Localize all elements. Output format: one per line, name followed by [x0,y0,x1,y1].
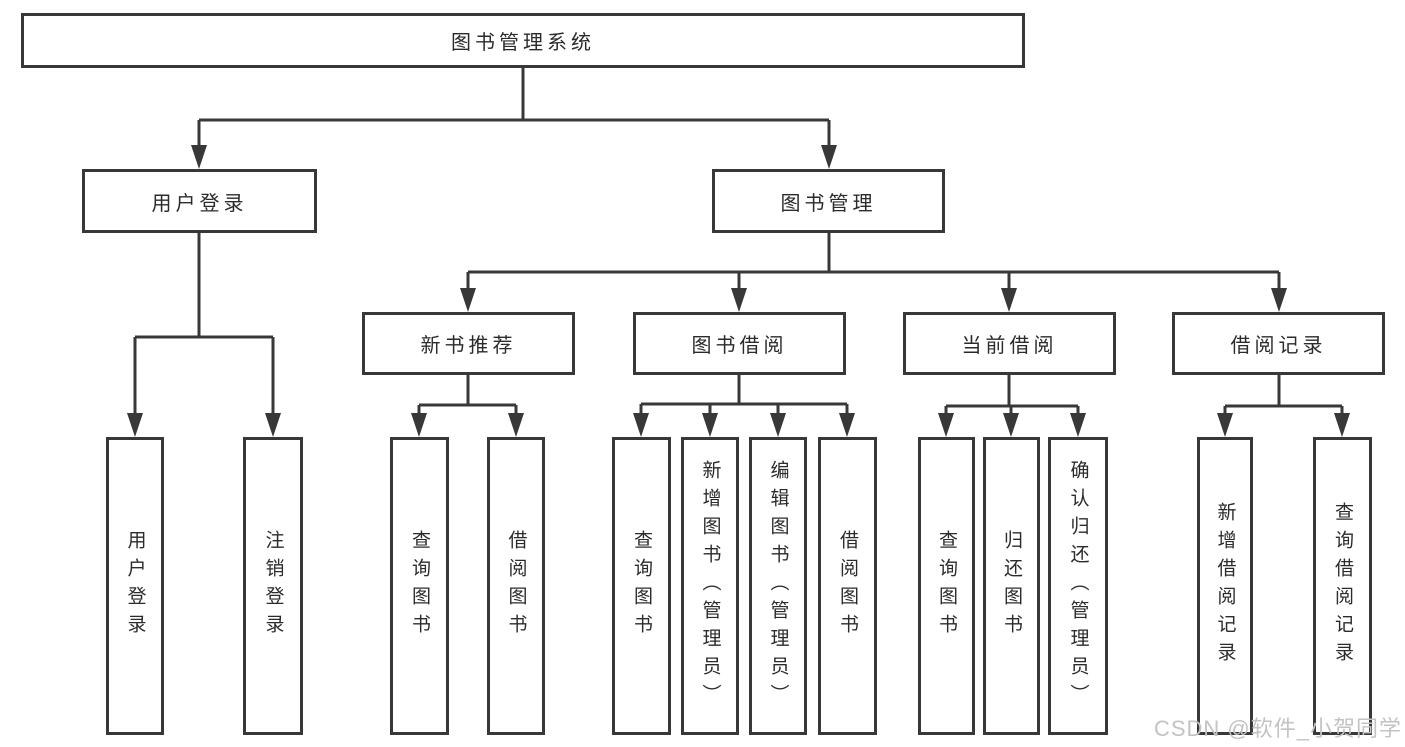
leaf-borrow-edit-book: 编辑图书（管理员） [749,437,807,735]
node-user-login: 用户登录 [82,169,317,233]
node-borrow-records: 借阅记录 [1172,312,1385,375]
node-current-borrow-label: 当前借阅 [961,335,1058,357]
leaf-current-return-book: 归还图书 [983,437,1040,735]
connector-new-book-recommend [417,375,518,414]
leaf-rec-query-book-label: 查询图书 [409,530,430,642]
node-new-book-recommend-label: 新书推荐 [420,335,517,357]
node-user-login-label: 用户登录 [151,192,248,215]
arrowheads [127,145,1350,437]
leaf-rec-borrow-book-label: 借阅图书 [505,530,527,642]
leaf-borrow-query-book-label: 查询图书 [631,530,652,642]
node-root: 图书管理系统 [21,13,1025,68]
leaf-records-add-record: 新增借阅记录 [1197,437,1253,735]
node-borrow-records-label: 借阅记录 [1230,335,1327,357]
connector-user-login [133,233,275,414]
leaf-borrow-add-book: 新增图书（管理员） [681,437,739,735]
leaf-user-login: 用户登录 [106,437,164,735]
connector-borrow-records [1223,375,1344,414]
leaf-rec-borrow-book: 借阅图书 [487,437,545,735]
leaf-borrow-add-book-label: 新增图书（管理员） [699,460,721,712]
leaf-records-query-record: 查询借阅记录 [1313,437,1372,735]
leaf-current-query-book-label: 查询图书 [936,530,957,642]
connector-book-borrow [639,375,849,414]
leaf-current-return-book-label: 归还图书 [1001,530,1022,642]
leaf-logout-label: 注销登录 [262,530,284,642]
node-root-label: 图书管理系统 [451,32,595,54]
leaf-current-query-book: 查询图书 [918,437,975,735]
node-book-management-label: 图书管理 [780,192,877,215]
node-new-book-recommend: 新书推荐 [362,312,575,375]
connector-root [197,68,831,146]
connector-book-management [466,233,1281,289]
leaf-records-query-record-label: 查询借阅记录 [1332,502,1353,670]
leaf-logout: 注销登录 [243,437,303,735]
leaf-current-confirm-return-label: 确认归还（管理员） [1067,460,1089,712]
connector-current-borrow [944,375,1080,414]
node-book-borrow: 图书借阅 [633,312,846,375]
leaf-records-add-record-label: 新增借阅记录 [1214,502,1236,670]
leaf-current-confirm-return: 确认归还（管理员） [1048,437,1108,735]
node-book-management: 图书管理 [712,169,945,233]
node-book-borrow-label: 图书借阅 [691,335,788,357]
leaf-borrow-query-book: 查询图书 [612,437,671,735]
leaf-borrow-borrow-book-label: 借阅图书 [837,530,858,642]
csdn-watermark: CSDN @软件_小贺同学 [1153,716,1402,741]
leaf-borrow-borrow-book: 借阅图书 [818,437,877,735]
leaf-borrow-edit-book-label: 编辑图书（管理员） [767,460,789,712]
leaf-rec-query-book: 查询图书 [390,437,449,735]
leaf-user-login-label: 用户登录 [124,530,146,642]
node-current-borrow: 当前借阅 [903,312,1116,375]
